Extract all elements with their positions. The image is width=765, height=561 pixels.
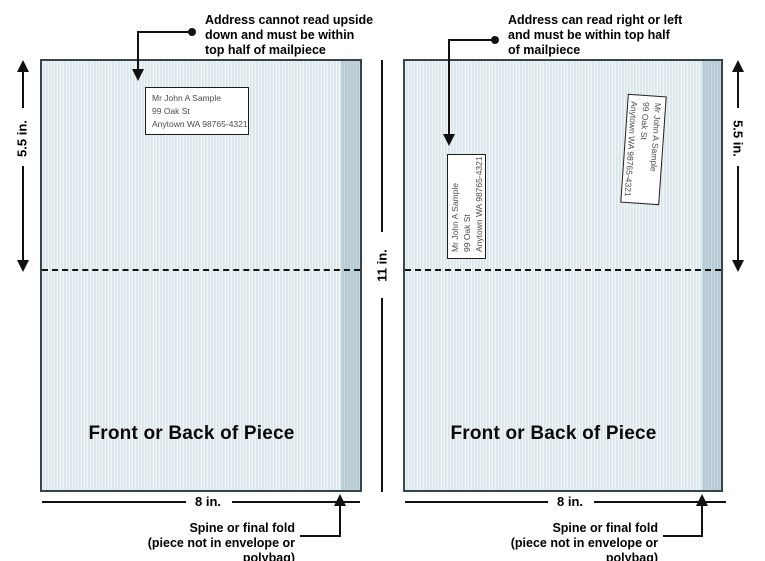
leader-line — [663, 535, 703, 537]
address-line: Mr John A Sample — [152, 93, 221, 103]
mailpiece-panel-left: Mr John A Sample 99 Oak St Anytown WA 98… — [40, 59, 362, 492]
dimension-line — [405, 501, 548, 503]
leader-line — [701, 506, 703, 537]
note-line: Spine or final fold — [552, 521, 658, 535]
note-spine-right: Spine or final fold (piece not in envelo… — [458, 521, 658, 561]
dimension-full-height: 11 in. — [374, 249, 390, 282]
leader-line — [339, 506, 341, 537]
dimension-line — [594, 501, 726, 503]
leader-line — [137, 31, 139, 69]
leader-line — [300, 535, 341, 537]
address-line: Anytown WA 98765-4321 — [473, 156, 484, 252]
note-line: Address cannot read upside — [205, 13, 374, 27]
note-line: Address can read right or left — [508, 13, 683, 27]
dimension-line — [381, 60, 383, 232]
fold-line — [405, 269, 721, 271]
arrowhead-up-icon — [696, 494, 708, 506]
spine-stripe — [702, 61, 721, 490]
dimension-half-height-right: 5.5 in. — [730, 120, 746, 157]
dimension-half-height-left: 5.5 in. — [14, 120, 30, 157]
note-line: and must be within top half — [508, 28, 670, 42]
address-line: 99 Oak St — [152, 105, 190, 116]
leader-dot — [491, 36, 499, 44]
mailpiece-panel-right: Mr John A Sample 99 Oak St Anytown WA 98… — [403, 59, 723, 492]
panel-caption: Front or Back of Piece — [450, 423, 657, 444]
dimension-line — [381, 298, 383, 492]
note-line: (piece not in envelope or polybag) — [510, 536, 658, 561]
note-line: (piece not in envelope or polybag) — [147, 536, 295, 561]
arrowhead-down-icon — [17, 260, 29, 272]
fold-line — [42, 269, 360, 271]
dimension-line — [42, 501, 186, 503]
arrowhead-up-icon — [732, 60, 744, 72]
note-line: of mailpiece — [508, 43, 581, 57]
dimension-line — [22, 70, 24, 108]
dimension-width-right: 8 in. — [556, 494, 583, 509]
address-label: Mr John A Sample 99 Oak St Anytown WA 98… — [145, 87, 249, 135]
leader-line — [448, 39, 450, 134]
address-line: 99 Oak St — [461, 214, 472, 252]
panel-caption: Front or Back of Piece — [88, 423, 295, 444]
spine-stripe — [341, 61, 360, 490]
note-spine-left: Spine or final fold (piece not in envelo… — [95, 521, 295, 561]
address-line: Anytown WA 98765-4321 — [152, 118, 248, 129]
note-line: Spine or final fold — [189, 521, 295, 535]
note-address-rightleft: Address can read right or left and must … — [508, 13, 682, 58]
address-line: Mr John A Sample — [450, 183, 460, 252]
leader-line — [448, 39, 493, 41]
arrowhead-down-icon — [443, 134, 455, 146]
note-line: down and must be within — [205, 28, 355, 42]
address-label-rotated-right: Mr John A Sample 99 Oak St Anytown WA 98… — [620, 93, 667, 206]
dimension-line — [737, 166, 739, 262]
arrowhead-down-icon — [132, 69, 144, 81]
arrowhead-down-icon — [732, 260, 744, 272]
note-address-upside: Address cannot read upside down and must… — [205, 13, 373, 58]
dimension-line — [22, 166, 24, 262]
address-label-rotated-left: Mr John A Sample 99 Oak St Anytown WA 98… — [447, 154, 486, 259]
arrowhead-up-icon — [334, 494, 346, 506]
dimension-line — [232, 501, 360, 503]
dimension-line — [737, 70, 739, 108]
dimension-width-left: 8 in. — [194, 494, 221, 509]
leader-line — [137, 31, 190, 33]
arrowhead-up-icon — [17, 60, 29, 72]
note-line: top half of mailpiece — [205, 43, 326, 57]
leader-dot — [188, 28, 196, 36]
